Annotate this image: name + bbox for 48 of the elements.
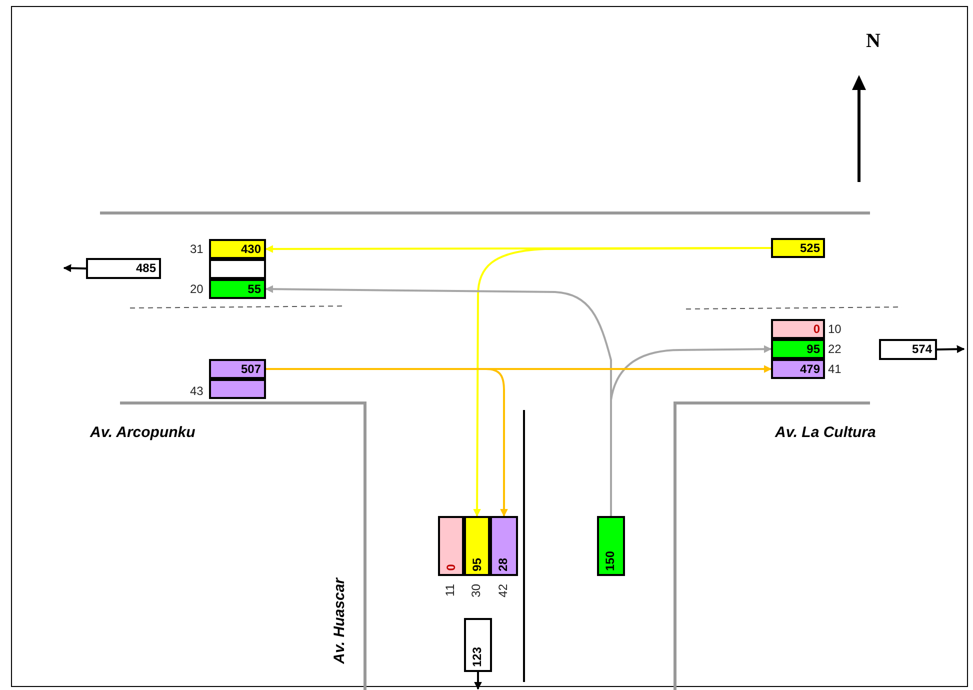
count-value: 479 (800, 362, 820, 376)
count-value: 123 (470, 646, 484, 667)
count-value: 150 (603, 550, 617, 571)
count-value: 95 (470, 558, 484, 571)
count-value: 507 (240, 362, 261, 376)
count-value: 430 (240, 242, 261, 256)
count-value: 0 (444, 564, 458, 571)
count-value: 574 (912, 342, 932, 356)
count-label: 41 (828, 362, 842, 376)
traffic-count-box (464, 618, 492, 672)
traffic-count-box (464, 516, 490, 576)
flow-arrow (936, 345, 965, 354)
count-label: 10 (828, 322, 842, 336)
flow-arrow (63, 264, 86, 272)
count-value: 28 (496, 558, 510, 571)
street-name: Av. Huascar (331, 578, 348, 664)
compass-north-label: N (866, 30, 880, 53)
count-label: 11 (443, 584, 457, 596)
traffic-count-box (879, 339, 937, 360)
traffic-count-box (86, 258, 161, 279)
count-label: 20 (190, 282, 204, 296)
empty-box (209, 259, 266, 279)
count-label: 30 (469, 584, 483, 598)
traffic-count-box (490, 516, 518, 576)
count-value: 95 (806, 342, 820, 356)
count-label: 42 (496, 584, 510, 598)
traffic-count-box (771, 238, 825, 258)
traffic-count-box (438, 516, 464, 576)
count-value: 525 (800, 241, 820, 255)
traffic-count-box (771, 319, 825, 339)
count-label: 43 (190, 384, 204, 398)
flow-arrow (610, 345, 772, 516)
count-label: 31 (190, 242, 204, 256)
count-value: 55 (248, 282, 261, 296)
traffic-count-box (209, 279, 266, 299)
flow-arrow (474, 672, 482, 690)
flow-arrow (266, 368, 508, 517)
traffic-count-box (209, 239, 266, 259)
street-name: Av. La Cultura (775, 424, 876, 441)
street-name: Av. Arcopunku (90, 424, 196, 441)
traffic-count-box (209, 359, 266, 379)
traffic-count-box (771, 359, 825, 379)
count-label: 22 (828, 342, 842, 356)
count-value: 485 (136, 261, 156, 275)
traffic-count-box (597, 516, 625, 576)
traffic-count-box (771, 339, 825, 359)
count-value: 0 (813, 322, 820, 336)
empty-box (209, 379, 266, 399)
